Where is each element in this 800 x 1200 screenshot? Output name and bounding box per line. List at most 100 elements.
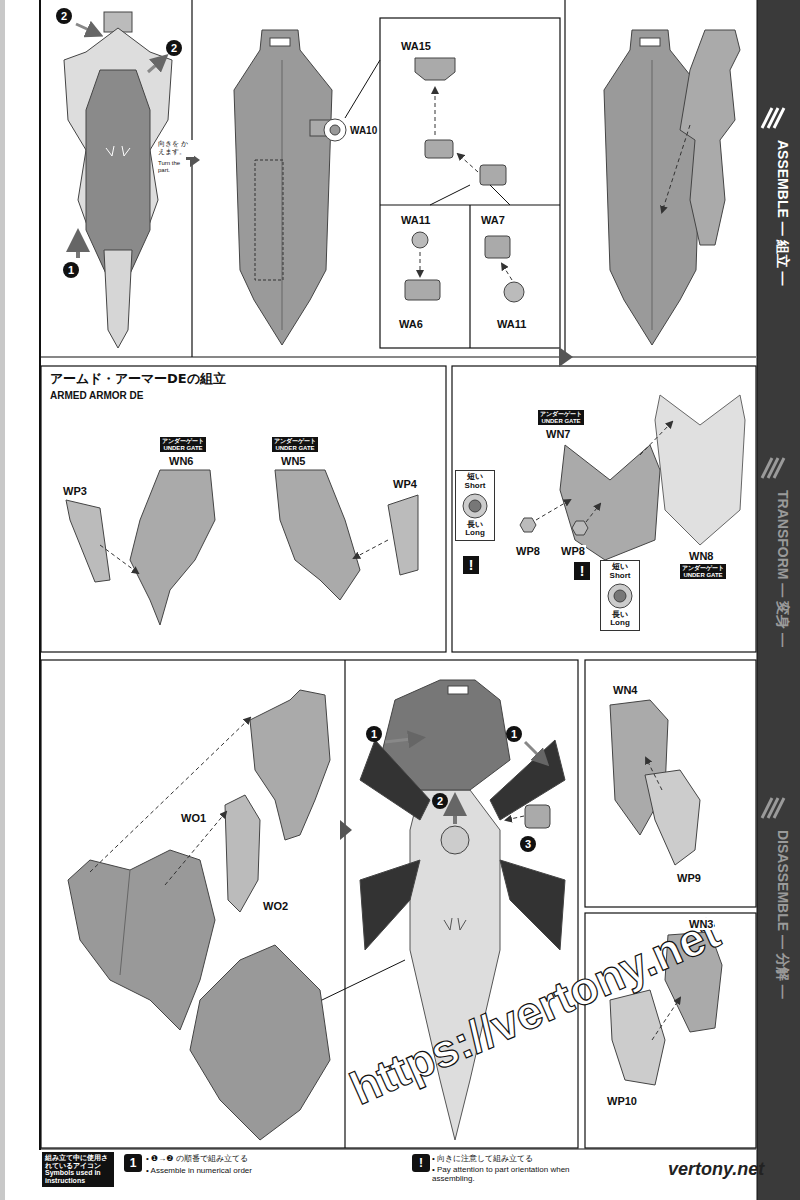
armor-parts	[225, 795, 260, 912]
armor-parts	[610, 990, 665, 1085]
shield-illustration	[76, 236, 80, 258]
part-name: WP10	[606, 1095, 638, 1107]
part-name: WA7	[480, 214, 506, 226]
shield-illustration	[662, 125, 690, 212]
node-text: 短い Short	[603, 563, 637, 581]
under-gate-badge: アンダーゲートUNDER GATE	[272, 437, 318, 452]
watermark: vertony.net	[668, 1160, 764, 1180]
panel-frames	[585, 660, 756, 907]
step-number: 3	[520, 836, 536, 852]
legend-header: 組み立て中に使用されているアイコンSymbols used in instruc…	[42, 1152, 114, 1187]
shield-illustration	[485, 236, 510, 258]
part-name: WP4	[392, 478, 418, 490]
circle-gap	[603, 581, 637, 611]
part-name: WN8	[688, 550, 714, 562]
side-band	[774, 798, 784, 818]
under-gate-badge: アンダーゲートUNDER GATE	[538, 410, 584, 425]
armor-parts	[572, 521, 588, 535]
part-name: WP8	[560, 545, 586, 557]
step-number: 1	[63, 262, 79, 278]
note: 向きを かえます。	[158, 140, 194, 157]
node-text: アンダーゲート	[274, 438, 316, 445]
shield-illustration	[425, 140, 453, 158]
legend-note: • Assemble in numerical order	[146, 1167, 252, 1176]
armor-parts	[506, 816, 524, 820]
section-subtitle: ARMED ARMOR DE	[50, 390, 144, 401]
side-band	[757, 0, 758, 1200]
shield-illustration	[640, 38, 660, 46]
armor-parts	[520, 518, 536, 532]
page-margin	[0, 0, 40, 1200]
part-name: WA6	[398, 318, 424, 330]
node-text: 組み立て中に使用されているアイコン	[45, 1154, 111, 1169]
section-tab: DISASSEMBLE — 分解 —	[775, 830, 790, 999]
armor-parts	[560, 445, 660, 560]
shield-illustration	[420, 252, 421, 276]
note: Turn the part.	[158, 160, 190, 173]
shield-illustration	[64, 12, 740, 348]
shield-illustration	[412, 232, 428, 248]
armor-parts	[250, 690, 330, 840]
node-text: UNDER GATE	[682, 572, 724, 579]
armor-parts	[453, 800, 457, 824]
step-icon: !	[412, 1154, 430, 1172]
node-text: 長い Long	[458, 521, 492, 539]
shield-illustration	[430, 185, 470, 205]
node-text: UNDER GATE	[162, 445, 204, 452]
part-name: WA11	[496, 318, 527, 330]
panel-frames	[40, 1148, 756, 1149]
part-name: WA11	[400, 214, 431, 226]
shield-illustration	[148, 58, 164, 72]
under-gate-badge: アンダーゲートUNDER GATE	[680, 564, 726, 579]
part-name: WP8	[515, 545, 541, 557]
step-number: 1	[506, 726, 522, 742]
armor-parts	[385, 738, 420, 742]
armor-parts	[444, 918, 452, 930]
side-band	[774, 108, 784, 128]
part-name: WP3	[62, 485, 88, 497]
armor-parts	[275, 470, 360, 600]
side-band	[757, 0, 800, 1200]
node-text: 短い Short	[458, 473, 492, 491]
node-text: UNDER GATE	[540, 418, 582, 425]
length-guide-box: 短い Short 長い Long	[455, 470, 495, 541]
step-icon: 1	[124, 1154, 142, 1172]
armor-parts	[652, 998, 680, 1040]
shield-illustration	[270, 38, 290, 46]
node-text: 1	[124, 1154, 142, 1172]
part-name: WN7	[545, 428, 571, 440]
armor-parts	[525, 742, 545, 762]
armor-parts	[66, 395, 745, 1140]
panel-frames	[380, 18, 560, 348]
armor-parts	[68, 850, 215, 1030]
step-number: 1	[366, 726, 382, 742]
armor-parts	[586, 504, 600, 522]
shield-illustration	[680, 30, 740, 245]
shield-illustration	[122, 146, 130, 156]
legend-note: • 向きに注意して組み立てる	[432, 1155, 533, 1164]
shield-illustration	[480, 165, 506, 185]
shield-illustration	[652, 60, 653, 330]
panel-frames	[469, 205, 470, 348]
panel-frames	[564, 0, 565, 357]
armor-parts	[441, 826, 469, 854]
armor-parts	[614, 590, 626, 602]
shield-illustration	[490, 185, 510, 205]
armor-parts	[360, 860, 420, 950]
armor-parts	[655, 395, 745, 545]
circle-gap	[458, 491, 492, 521]
side-band	[762, 108, 784, 128]
shield-illustration	[435, 88, 436, 135]
section-tab-band: ASSEMBLE — 組立 —TRANSFORM — 変身 —DISASSEMB…	[757, 0, 800, 1200]
step-number: 2	[432, 793, 448, 809]
side-band	[757, 0, 800, 1200]
panel-frames	[40, 356, 756, 357]
node-text: !	[463, 556, 479, 574]
armor-parts	[536, 500, 570, 520]
armor-parts	[458, 918, 466, 930]
shield-illustration	[604, 30, 702, 345]
panel-frames	[41, 660, 578, 1148]
armor-parts	[469, 500, 481, 512]
section-tab: ASSEMBLE — 組立 —	[775, 140, 790, 285]
